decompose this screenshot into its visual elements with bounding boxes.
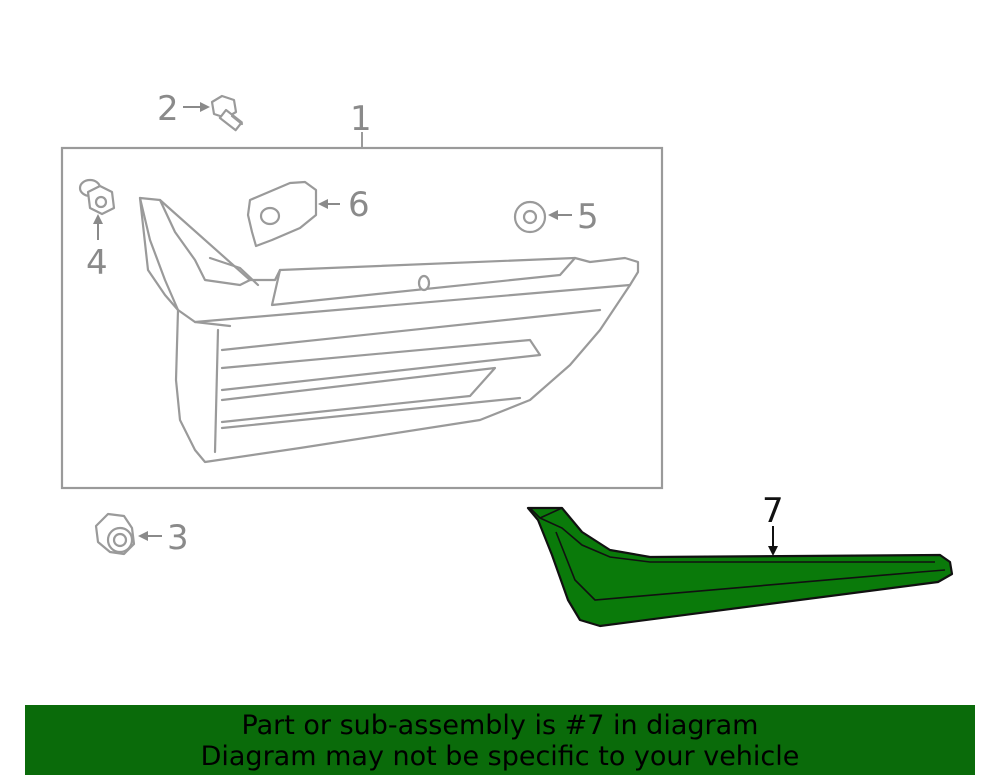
washer-part-5	[513, 200, 547, 234]
banner-line-2: Diagram may not be specific to your vehi…	[200, 741, 800, 772]
callout-label-3: 3	[167, 518, 189, 558]
callout-label-4: 4	[86, 243, 108, 283]
callout-label-6: 6	[348, 185, 370, 225]
callout-label-7: 7	[762, 491, 784, 531]
grommet-part-3	[94, 512, 136, 556]
bolt-part-2	[210, 94, 244, 132]
banner-line-1: Part or sub-assembly is #7 in diagram	[241, 710, 759, 741]
parts-diagram: 1 2 4 6	[60, 89, 954, 628]
tail-lamp-assembly	[138, 196, 640, 464]
gasket-part-6	[246, 180, 318, 248]
callout-label-1: 1	[350, 99, 372, 139]
clip-part-4	[78, 178, 116, 216]
info-banner: Part or sub-assembly is #7 in diagram Di…	[25, 705, 975, 775]
callout-arrowhead-7	[768, 546, 778, 556]
trim-part-7-highlighted	[526, 506, 954, 628]
callout-label-2: 2	[157, 89, 179, 129]
callout-label-5: 5	[577, 197, 599, 237]
